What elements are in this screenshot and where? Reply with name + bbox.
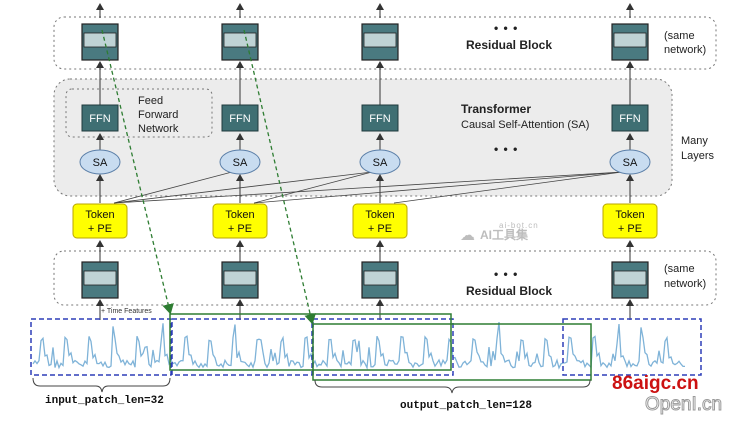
input-patch-brace: [32, 377, 171, 393]
ffn-box: [611, 104, 649, 132]
attention-line: [113, 171, 373, 204]
top-same-network-line2: network): [664, 44, 707, 56]
input-patch-box: [171, 318, 313, 376]
bottom-same-network-line1: (same: [664, 263, 695, 275]
output-patch-len-label: output_patch_len=128: [400, 400, 533, 412]
token-pe-box: [352, 203, 408, 239]
ffn-legend-line3: Network: [138, 123, 179, 135]
attention-line: [113, 171, 623, 204]
sa-node: [359, 149, 401, 175]
pe-label: + PE: [228, 223, 252, 235]
token-label: Token: [615, 209, 644, 221]
ffn-legend-line2: Forward: [138, 109, 179, 121]
time-features-label: + Time Features: [101, 308, 152, 315]
input-patch-box: [562, 318, 702, 376]
ffn-label: FFN: [89, 113, 110, 125]
residual-block-bottom-band: [223, 270, 257, 286]
watermark-big: AI工具集: [480, 228, 529, 242]
token-pe-box: [72, 203, 128, 239]
sa-label: SA: [373, 157, 388, 169]
middle-ellipsis: • • •: [494, 142, 519, 156]
ffn-label: FFN: [369, 113, 390, 125]
attention-line: [253, 171, 623, 204]
input-patch-box: [312, 318, 454, 376]
bottom-same-network-line2: network): [664, 278, 707, 290]
ffn-legend-box: [65, 88, 213, 138]
time-series-panel: [32, 322, 685, 371]
top-same-network-line1: (same: [664, 30, 695, 42]
bottom-residual-block-title: Residual Block: [466, 284, 553, 298]
token-pe-box: [602, 203, 658, 239]
bottom-residual-block-container: [53, 250, 717, 306]
watermark-site: 86aigc.cn: [612, 373, 699, 394]
ffn-label: FFN: [229, 113, 250, 125]
token-label: Token: [365, 209, 394, 221]
top-residual-block-title: Residual Block: [466, 38, 553, 52]
top-residual-block-container: [53, 16, 717, 70]
many-layers-line2: Layers: [681, 150, 715, 162]
token-label: Token: [85, 209, 114, 221]
attention-line: [113, 171, 233, 204]
watermark-logo-icon: ☁: [460, 227, 475, 244]
many-layers-line1: Many: [681, 135, 708, 147]
transformer-title: Transformer: [461, 102, 532, 116]
residual-block-top-band: [83, 32, 117, 48]
ffn-legend-line1: Feed: [138, 95, 164, 107]
output-projection-arrow: [243, 29, 316, 325]
bottom-ellipsis: • • •: [494, 267, 519, 281]
token-label: Token: [225, 209, 254, 221]
causal-attention-lines: [113, 171, 623, 204]
residual-block-bottom-band: [363, 270, 397, 286]
ffn-box: [221, 104, 259, 132]
output-patch-brace: [314, 379, 591, 394]
transformer-subtitle: Causal Self-Attention (SA): [461, 119, 590, 131]
watermark-openl: OpenI.cn: [644, 394, 723, 416]
attention-line: [393, 171, 623, 204]
pe-label: + PE: [88, 223, 112, 235]
ffn-box: [81, 104, 119, 132]
residual-block-top-band: [363, 32, 397, 48]
pe-label: + PE: [618, 223, 642, 235]
output-projection-arrow: [101, 29, 174, 315]
ffn-box: [361, 104, 399, 132]
transformer-container: [53, 78, 673, 197]
residual-block-top-band: [223, 32, 257, 48]
sa-label: SA: [93, 157, 108, 169]
residual-block-top-band: [613, 32, 647, 48]
residual-block-bottom-band: [83, 270, 117, 286]
sa-node: [79, 149, 121, 175]
pe-label: + PE: [368, 223, 392, 235]
time-series-line: [32, 322, 685, 371]
sa-node: [609, 149, 651, 175]
sa-label: SA: [233, 157, 248, 169]
output-patch-box: [312, 323, 592, 381]
residual-block-bottom-band: [613, 270, 647, 286]
watermark-small: ai-bot.cn: [499, 221, 539, 230]
attention-line: [253, 171, 373, 204]
token-pe-box: [212, 203, 268, 239]
top-ellipsis: • • •: [494, 21, 519, 35]
sa-node: [219, 149, 261, 175]
input-patch-box: [30, 318, 172, 376]
input-patch-len-label: input_patch_len=32: [45, 395, 164, 407]
token-columns: FFN SA Token + PE FFN SA Token + PE FFN SA Token + …: [72, 23, 658, 299]
sa-label: SA: [623, 157, 638, 169]
ffn-label: FFN: [619, 113, 640, 125]
